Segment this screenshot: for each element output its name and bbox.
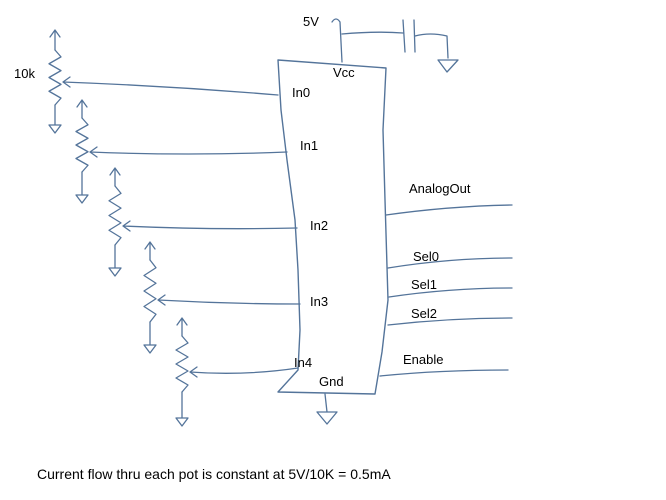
capacitor-ground <box>414 33 459 73</box>
pot-0-resistor <box>48 49 62 106</box>
pot-0-wiper-wire <box>62 76 279 96</box>
output-label-sel1: Sel1 <box>411 277 437 292</box>
capacitor-lead-left <box>341 31 404 35</box>
input-label-in1: In1 <box>300 138 318 153</box>
sel1-wire <box>388 287 513 298</box>
pot-3-ground <box>143 321 157 354</box>
pot-3-resistor <box>143 259 157 323</box>
analogout-wire <box>385 204 513 216</box>
chip-ground <box>316 393 338 425</box>
input-label-in4: In4 <box>294 355 312 370</box>
pot-4-supply-lead <box>176 317 188 337</box>
pot-3-wiper-wire <box>157 294 301 306</box>
diagram-caption: Current flow thru each pot is constant a… <box>37 466 391 482</box>
chip-gnd-label: Gnd <box>319 374 344 389</box>
pot-0-ground <box>48 104 62 134</box>
pot-1-resistor <box>75 117 89 173</box>
output-label-sel2: Sel2 <box>411 306 437 321</box>
output-label-enable: Enable <box>403 352 443 367</box>
pot-1-wiper-wire <box>89 146 288 158</box>
pot-2-ground <box>108 244 122 277</box>
pot-4-wiper-wire <box>189 366 299 378</box>
output-label-analogout: AnalogOut <box>409 181 471 196</box>
vcc-supply-wire <box>331 18 343 63</box>
pot-4-ground <box>175 391 189 427</box>
pot-1-supply-lead <box>76 99 88 119</box>
pot-2-resistor <box>108 185 122 246</box>
pot-3-supply-lead <box>144 241 156 261</box>
pot-2-supply-lead <box>109 167 121 187</box>
sel2-wire <box>387 317 513 326</box>
input-label-in3: In3 <box>310 294 328 309</box>
input-label-in2: In2 <box>310 218 328 233</box>
decoupling-capacitor <box>402 19 416 53</box>
wiring <box>48 18 513 427</box>
pot-2-wiper-wire <box>122 220 298 232</box>
input-label-in0: In0 <box>292 85 310 100</box>
pot-1-ground <box>75 171 89 204</box>
enable-wire <box>379 369 509 377</box>
chip-vcc-label: Vcc <box>333 65 355 80</box>
supply-voltage-label: 5V <box>303 14 319 29</box>
pot-4-resistor <box>175 335 189 393</box>
output-label-sel0: Sel0 <box>413 249 439 264</box>
sel0-wire <box>387 257 513 269</box>
mux-chip-body <box>277 59 389 395</box>
pot-value-label: 10k <box>14 66 35 81</box>
pot-0-supply-lead <box>49 29 61 51</box>
